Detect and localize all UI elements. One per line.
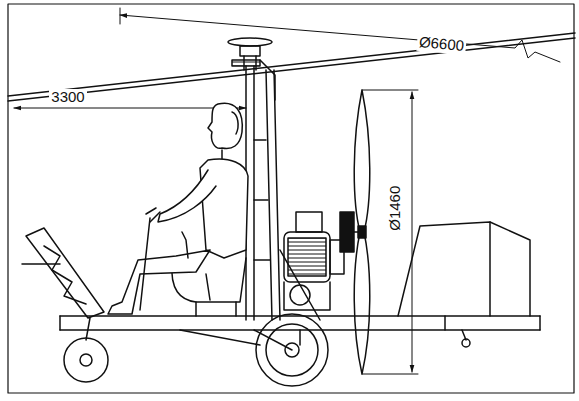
pilot-figure [146,208,160,222]
propeller [358,226,366,238]
tail-fin [445,222,490,330]
pilot-figure [108,103,248,314]
nose-structure [26,228,104,318]
dimension-label: 3300 [49,89,86,106]
control-stick [206,274,210,300]
pilot-figure [108,250,210,314]
nose-structure [22,228,104,340]
nose-wheel [80,354,92,366]
engine [354,231,358,233]
nose-wheel [64,338,108,382]
rotor-head [232,60,260,66]
pilot-figure [158,170,216,222]
keel-frame [60,316,540,330]
rotor-head [240,46,260,56]
main-wheel [254,314,328,386]
pilot-figure [182,232,188,258]
engine [284,282,330,310]
rotor-blade [8,33,575,101]
pilot-figure [208,103,242,148]
propeller [354,90,370,374]
rotor-mast [254,140,270,260]
engine [288,238,326,276]
rotor-head [228,38,272,46]
pilot-figure [232,112,238,134]
nose-wheel [64,338,108,382]
control-stick [140,218,150,310]
propeller [354,90,370,374]
dimension-label: Ø1460 [388,183,405,232]
engine [284,212,358,310]
nose-structure [22,263,60,265]
engine [296,212,322,232]
length-dimension-line [14,108,246,109]
tail-fin [398,222,530,316]
seat [196,302,236,316]
rotor-blade [8,38,575,101]
propeller-dimension-line [362,90,418,374]
nose-structure [86,318,90,340]
engine [284,232,330,282]
border-frame [8,4,574,393]
engine [340,212,354,252]
tail-fin [398,222,530,347]
tail-fin [462,339,470,347]
rotor-blade [8,33,575,96]
rotor-dimension-line [120,8,560,62]
border-frame [8,4,574,393]
rotor-head [260,60,275,100]
rotor-dimension-line [120,15,560,62]
rotor-mast [266,70,280,320]
propeller-dimension-line [362,90,418,374]
rotor-dimension-line [120,8,121,24]
main-wheel [254,330,292,350]
keel-frame [60,316,540,345]
length-dimension-line [14,108,246,109]
nose-structure [44,246,86,304]
engine [290,285,310,305]
keel-frame [60,316,540,330]
rotor-head [228,38,275,100]
control-stick [140,218,210,310]
keel-frame [180,330,300,345]
dimension-label: Ø6600 [417,34,467,55]
